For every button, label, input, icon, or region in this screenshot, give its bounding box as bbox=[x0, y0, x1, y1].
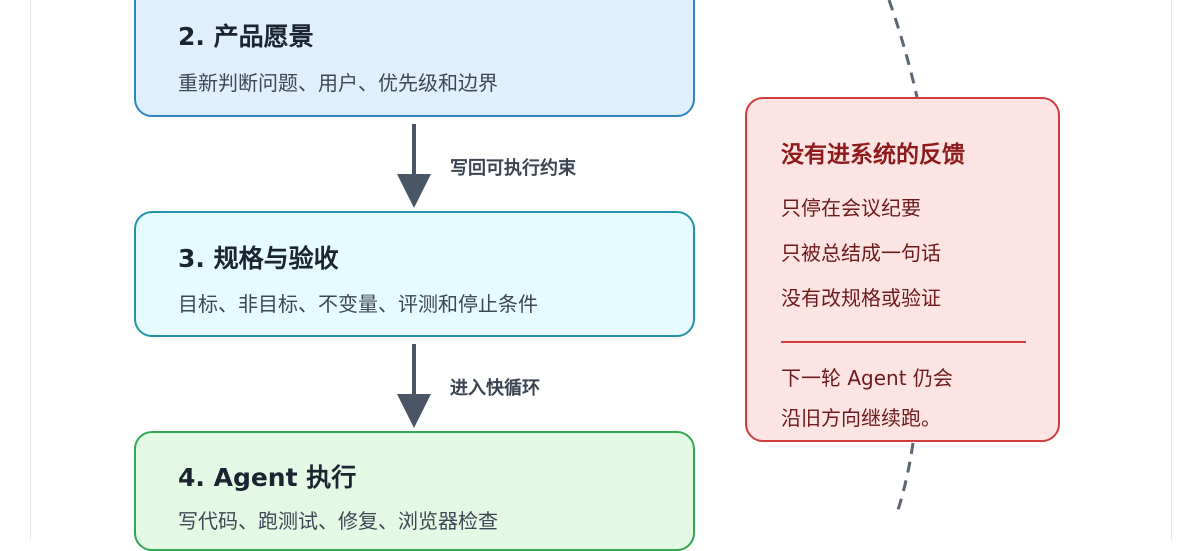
feedback-title: 没有进系统的反馈 bbox=[781, 142, 965, 168]
step-card-agent-execution: 4. Agent 执行 写代码、跑测试、修复、浏览器检查 bbox=[134, 431, 695, 551]
feedback-warning-card: 没有进系统的反馈 只停在会议纪要 只被总结成一句话 没有改规格或验证 下一轮 A… bbox=[745, 97, 1060, 442]
step-description: 目标、非目标、不变量、评测和停止条件 bbox=[178, 292, 538, 316]
dashed-curve-bottom bbox=[896, 442, 915, 510]
step-description: 写代码、跑测试、修复、浏览器检查 bbox=[178, 509, 498, 533]
step-title: 4. Agent 执行 bbox=[178, 463, 357, 492]
arrow-label-writeback: 写回可执行约束 bbox=[450, 158, 576, 179]
step-title: 3. 规格与验收 bbox=[178, 244, 339, 273]
feedback-consequence-line: 下一轮 Agent 仍会 bbox=[781, 366, 953, 390]
feedback-item: 只停在会议纪要 bbox=[781, 196, 921, 220]
dashed-curve-top bbox=[887, 0, 919, 98]
arrow-down-2 bbox=[397, 344, 431, 428]
feedback-item: 只被总结成一句话 bbox=[781, 241, 941, 265]
step-card-spec-acceptance: 3. 规格与验收 目标、非目标、不变量、评测和停止条件 bbox=[134, 211, 695, 337]
feedback-consequence-line: 沿旧方向继续跑。 bbox=[781, 406, 941, 430]
connector-layer bbox=[397, 0, 919, 510]
step-title: 2. 产品愿景 bbox=[178, 22, 314, 51]
step-description: 重新判断问题、用户、优先级和边界 bbox=[178, 71, 498, 95]
arrow-label-fast-loop: 进入快循环 bbox=[450, 378, 540, 399]
arrow-down-1 bbox=[397, 124, 431, 208]
step-card-product-vision: 2. 产品愿景 重新判断问题、用户、优先级和边界 bbox=[134, 0, 695, 117]
feedback-item: 没有改规格或验证 bbox=[781, 286, 941, 310]
feedback-divider bbox=[781, 341, 1026, 343]
